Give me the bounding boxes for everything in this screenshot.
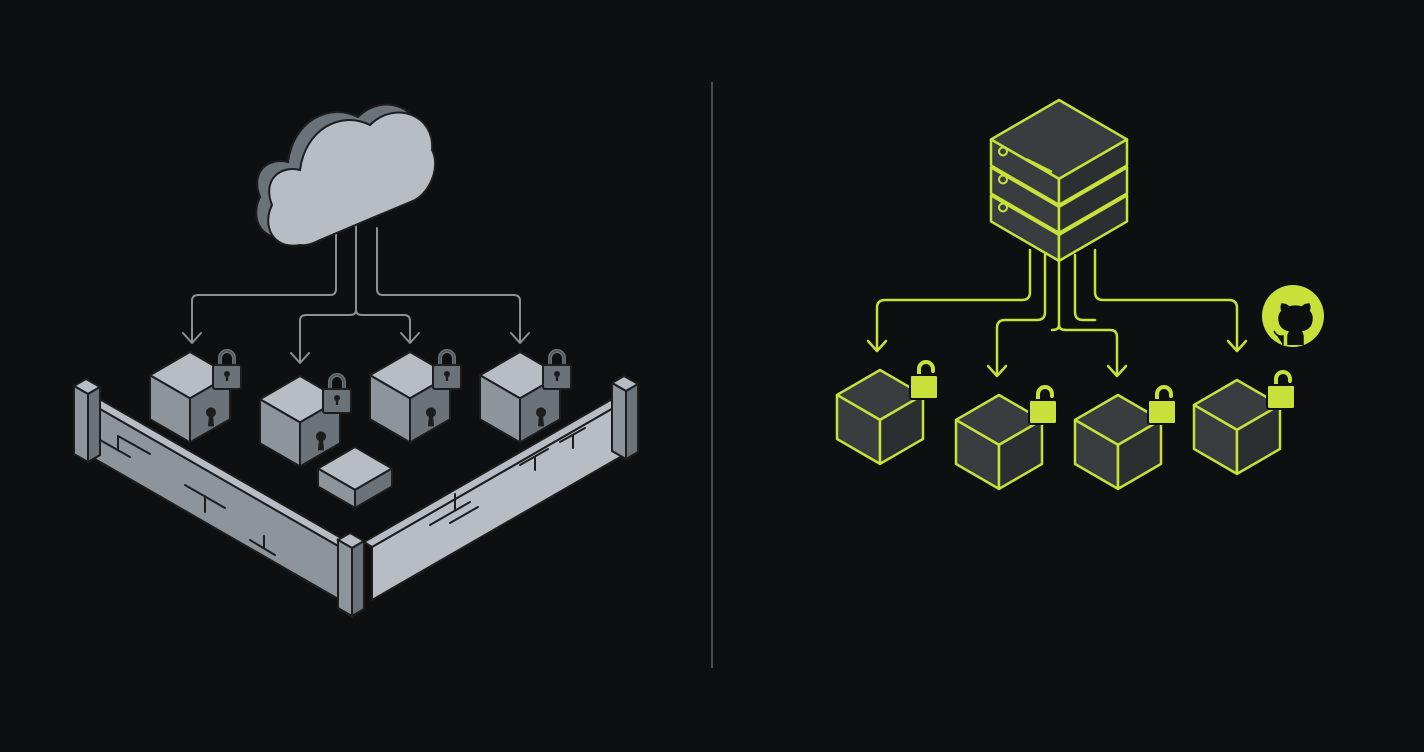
locked-box-icon [259, 375, 341, 468]
keyhole-slot [318, 438, 324, 451]
arrow-down-icon [510, 332, 530, 344]
keyhole-slot [208, 414, 214, 427]
brick-mark [249, 535, 276, 556]
locked-box-icon [369, 351, 451, 444]
connector-lines [182, 221, 530, 364]
plain-box-icon [317, 446, 393, 509]
padlock-shackle [438, 349, 456, 368]
pillar-right [351, 539, 365, 618]
keyhole-slot [428, 414, 434, 427]
box-icon [954, 393, 1044, 491]
padlock-shackle [218, 349, 236, 368]
padlock-shackle [328, 373, 346, 392]
connector-1 [875, 248, 1032, 352]
pillar-left [73, 384, 89, 464]
padlock-closed-icon [432, 349, 462, 390]
cloud-icon [255, 103, 437, 247]
padlock-closed-icon [212, 349, 242, 390]
brick-mark [184, 484, 226, 513]
connector-3 [355, 309, 411, 343]
wall-pillar [610, 374, 640, 461]
github-octocat [1273, 303, 1313, 345]
padlock-closed-icon [542, 349, 572, 390]
padlock-shackle-outline [219, 350, 235, 366]
pillar-right [87, 385, 101, 464]
arrow-down-icon [182, 332, 202, 344]
wall-pillar [72, 377, 102, 464]
cloud-face [267, 111, 437, 247]
keyhole [426, 407, 436, 418]
keyhole [316, 431, 326, 442]
connector-hidden [1075, 312, 1233, 328]
padlock-shackle-outline [329, 374, 345, 390]
arrow-down-icon [400, 332, 420, 344]
server-slot [1025, 158, 1053, 173]
arrow-down-icon [290, 352, 310, 364]
padlock-body [909, 374, 939, 400]
padlock-open-icon [1266, 370, 1296, 410]
padlock-shackle-outline [439, 350, 455, 366]
padlock-body [1147, 399, 1177, 425]
left-panel-centralized [72, 103, 640, 618]
padlock-body [1266, 384, 1296, 410]
cube-right [878, 393, 925, 466]
server-unit [989, 98, 1129, 207]
connector-lines [866, 248, 1248, 378]
locked-box-icon [479, 351, 561, 444]
padlock-body [1028, 399, 1058, 425]
brick-mark [519, 427, 586, 471]
arrow-down-icon [986, 364, 1008, 378]
arrow-down-icon [866, 339, 888, 353]
padlock-open-icon [1028, 385, 1058, 425]
pillar-right [625, 382, 639, 461]
cube-right [1057, 194, 1129, 263]
padlock-shackle [1155, 385, 1173, 403]
keyhole-slot [555, 374, 559, 381]
server-led [998, 202, 1008, 213]
padlock-open-icon [909, 360, 939, 400]
arrow-down-icon [1226, 339, 1248, 353]
connector-4 [376, 227, 521, 343]
arrow-down-icon [1106, 364, 1128, 378]
keyhole [536, 407, 546, 418]
cube-right [354, 467, 393, 509]
cube-right [1057, 138, 1129, 207]
cube-right [1057, 166, 1129, 235]
box-icon [1192, 378, 1282, 476]
padlock-shackle [917, 360, 935, 378]
cube-right [997, 418, 1044, 491]
box-icon [1073, 393, 1163, 491]
cube-right [1116, 418, 1163, 491]
wall-icon [72, 374, 640, 618]
padlock-closed-icon [322, 373, 352, 414]
server-led [998, 174, 1008, 185]
right-panel-distributed [835, 98, 1324, 491]
connector-4 [1073, 253, 1097, 322]
github-icon [1262, 285, 1324, 347]
keyhole-slot [538, 414, 544, 427]
keyhole-slot [335, 398, 339, 405]
box-icon [835, 368, 925, 466]
server-led [998, 146, 1008, 157]
padlock-open-icon [1147, 385, 1177, 425]
connector-5 [1093, 248, 1239, 352]
brick-mark [99, 435, 151, 458]
keyhole-slot [445, 374, 449, 381]
padlock-shackle [548, 349, 566, 368]
pillar-left [611, 381, 627, 461]
padlock-shackle [1274, 370, 1292, 388]
keyhole [206, 407, 216, 418]
pillar-left [337, 538, 353, 618]
connector-3 [1050, 258, 1119, 377]
brick-mark [429, 493, 479, 526]
connector-2 [995, 253, 1047, 377]
wall-pillar [336, 531, 366, 618]
cube-right [1235, 403, 1282, 476]
server-stack-icon [989, 98, 1129, 263]
padlock-shackle [1036, 385, 1054, 403]
connector-1 [191, 231, 337, 343]
keyhole-slot [225, 374, 229, 381]
padlock-shackle-outline [549, 350, 565, 366]
